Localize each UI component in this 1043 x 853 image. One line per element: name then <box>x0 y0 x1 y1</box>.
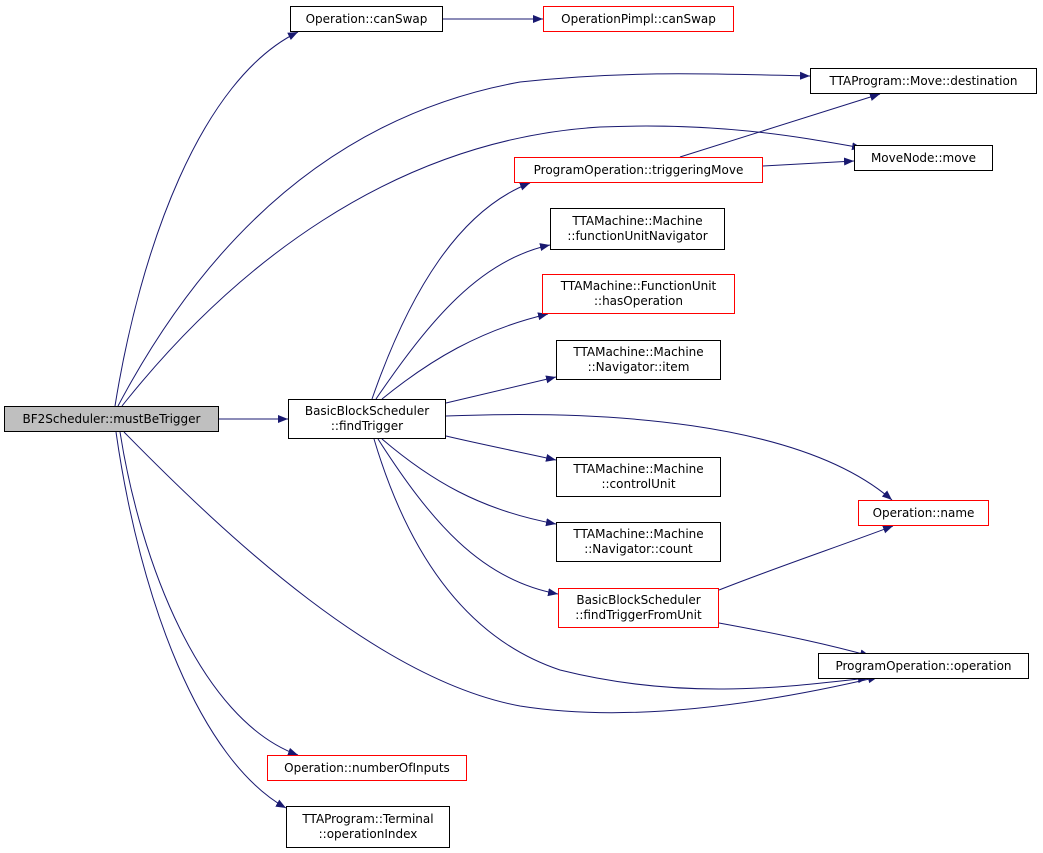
node-label-line: OperationPimpl::canSwap <box>561 11 716 26</box>
node-label-line: TTAMachine::Machine <box>573 462 704 476</box>
node-ttamachine-machine-functionunitnavigator[interactable]: TTAMachine::Machine ::functionUnitNaviga… <box>550 208 725 250</box>
node-label-line: TTAProgram::Terminal <box>302 812 434 826</box>
edge-root-to-destination <box>117 71 811 407</box>
edge-findTrigger-to-findTriggerFromUnit <box>377 438 559 597</box>
node-movenode-move[interactable]: MoveNode::move <box>854 145 993 171</box>
node-label-line: BasicBlockScheduler <box>576 593 701 607</box>
node-label-line: TTAMachine::FunctionUnit <box>560 279 717 293</box>
node-label-line: TTAProgram::Move::destination <box>829 73 1018 88</box>
node-ttamachine-machine-controlunit[interactable]: TTAMachine::Machine ::controlUnit <box>556 457 721 497</box>
node-operation-canswap[interactable]: Operation::canSwap <box>290 6 443 32</box>
node-label-line: ProgramOperation::triggeringMove <box>533 162 744 177</box>
node-label-line: TTAMachine::Machine <box>573 527 704 541</box>
node-basicblockscheduler-findtriggerfromunit[interactable]: BasicBlockScheduler ::findTriggerFromUni… <box>558 588 719 628</box>
edge-root-to-progOpOperation <box>123 431 879 714</box>
node-label-line: Operation::canSwap <box>305 11 428 26</box>
edge-findTriggerFromUnit-to-opName <box>718 525 894 591</box>
node-label-line: TTAMachine::Machine <box>573 345 704 359</box>
edge-root-to-canSwap <box>114 31 299 407</box>
node-label-line: ::functionUnitNavigator <box>567 229 708 243</box>
node-ttamachine-functionunit-hasoperation[interactable]: TTAMachine::FunctionUnit ::hasOperation <box>542 274 735 314</box>
node-label-line: ::hasOperation <box>593 294 683 308</box>
node-label-line: ProgramOperation::operation <box>835 658 1012 673</box>
node-programoperation-operation[interactable]: ProgramOperation::operation <box>818 653 1029 679</box>
node-label-line: ::Navigator::item <box>587 360 690 374</box>
edge-triggeringMove-to-moveNodeMove <box>762 157 855 167</box>
edges-layer <box>114 15 894 809</box>
edge-findTrigger-to-progOpOperation <box>373 438 869 690</box>
edge-findTrigger-to-navItem <box>445 375 557 404</box>
edge-findTrigger-to-hasOperation <box>381 312 549 400</box>
node-label-line: ::Navigator::count <box>584 542 693 556</box>
node-label-line: BasicBlockScheduler <box>304 404 430 418</box>
edge-findTrigger-to-triggeringMove <box>371 182 531 400</box>
edge-findTrigger-to-opName <box>445 414 893 501</box>
node-operation-name[interactable]: Operation::name <box>858 500 989 526</box>
node-label-line: Operation::name <box>872 505 975 520</box>
node-basicblockscheduler-findtrigger[interactable]: BasicBlockScheduler ::findTrigger <box>288 399 446 439</box>
edge-triggeringMove-to-destination <box>679 93 881 158</box>
edge-findTriggerFromUnit-to-progOpOperation <box>718 622 871 658</box>
node-label-line: BF2Scheduler::mustBeTrigger <box>22 411 201 426</box>
edge-root-to-numberOfInputs <box>119 431 299 756</box>
edge-findTrigger-to-funcUnitNav <box>375 243 551 400</box>
node-label-line: ::controlUnit <box>601 477 676 491</box>
node-operation-numberofinputs[interactable]: Operation::numberOfInputs <box>267 755 467 781</box>
node-label-line: ::findTrigger <box>330 419 404 433</box>
edge-findTrigger-to-controlUnit <box>445 435 557 462</box>
node-label-line: Operation::numberOfInputs <box>284 760 450 775</box>
node-label-line: MoveNode::move <box>870 150 977 165</box>
node-ttamachine-machine-navigator-item[interactable]: TTAMachine::Machine ::Navigator::item <box>556 340 721 380</box>
node-ttamachine-machine-navigator-count[interactable]: TTAMachine::Machine ::Navigator::count <box>556 522 721 562</box>
node-label-line: TTAMachine::Machine <box>572 214 703 228</box>
node-ttaprogram-move-destination[interactable]: TTAProgram::Move::destination <box>810 68 1037 94</box>
node-bf2scheduler-mustbetrigger[interactable]: BF2Scheduler::mustBeTrigger <box>4 406 219 432</box>
node-label-line: ::findTriggerFromUnit <box>575 608 702 622</box>
node-ttaprogram-terminal-operationindex[interactable]: TTAProgram::Terminal ::operationIndex <box>286 806 450 848</box>
edge-root-to-operationIndex <box>115 431 287 809</box>
node-programoperation-triggeringmove[interactable]: ProgramOperation::triggeringMove <box>514 157 763 183</box>
node-operationpimpl-canswap[interactable]: OperationPimpl::canSwap <box>543 6 734 32</box>
node-label-line: ::operationIndex <box>318 827 418 841</box>
edge-findTrigger-to-navCount <box>381 438 557 527</box>
edge-root-to-moveNodeMove <box>121 125 863 407</box>
